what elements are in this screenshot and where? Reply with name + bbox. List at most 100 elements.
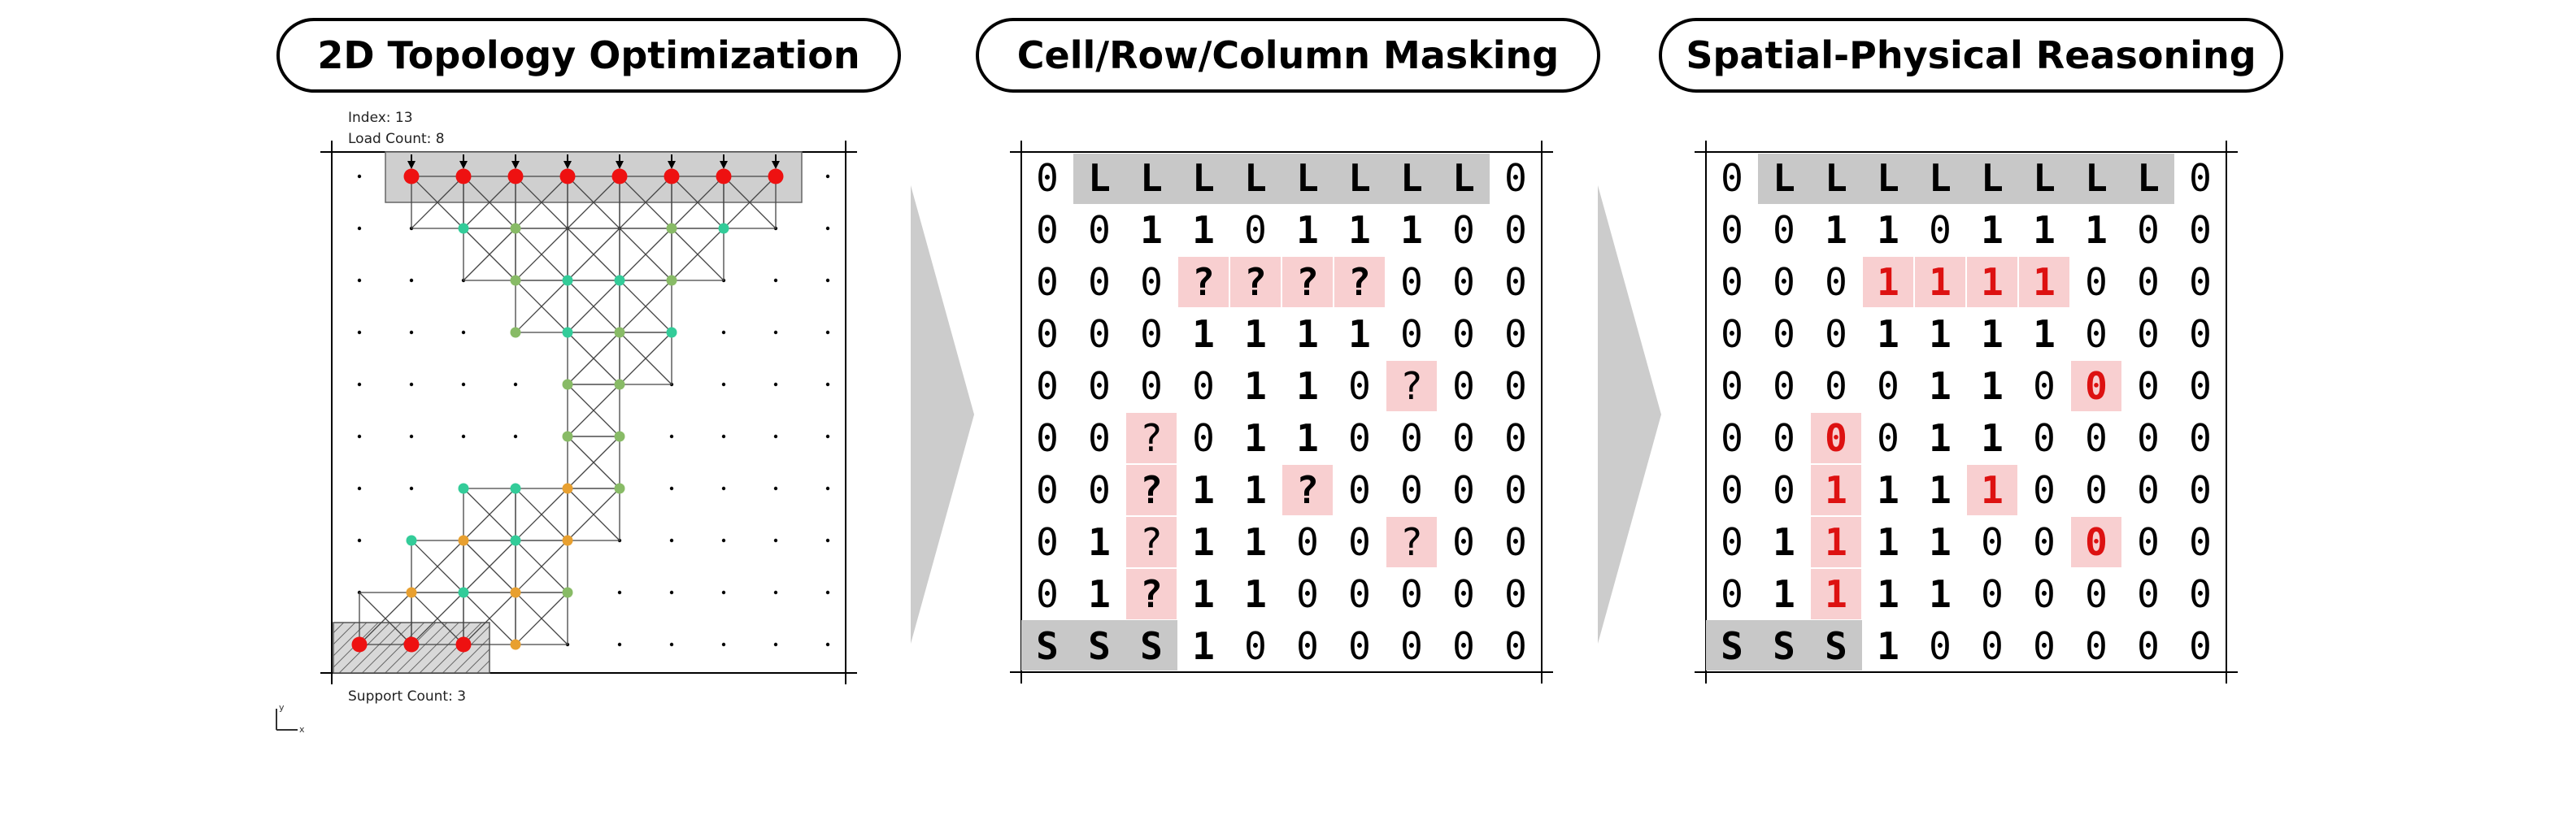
grid-cell: 0 <box>1773 468 1795 512</box>
solved-cell: 0 <box>1825 416 1847 460</box>
grid-dot <box>409 330 414 335</box>
grid-cell: 1 <box>1981 208 2004 252</box>
grid-cell: 0 <box>1296 624 1319 668</box>
grid-cell: 0 <box>1981 624 2004 668</box>
grid-cell: 0 <box>2085 624 2108 668</box>
grid-cell: 0 <box>2085 260 2108 304</box>
grid-cell: 0 <box>1348 520 1371 564</box>
grid-cell: 1 <box>1773 520 1795 564</box>
green-node <box>510 275 521 286</box>
grid-cell: 0 <box>1348 416 1371 460</box>
grid-cell: 1 <box>1929 572 1952 616</box>
grid-cell: 1 <box>1929 468 1952 512</box>
grid-cell: L <box>1296 156 1319 200</box>
truss-member <box>515 540 568 593</box>
masked-cell: ? <box>1140 520 1163 564</box>
solved-cell: 1 <box>1929 260 1952 304</box>
masked-cell: ? <box>1348 260 1371 304</box>
truss-member <box>567 176 620 229</box>
grid-cell: 0 <box>1877 416 1899 460</box>
solved-cell: 0 <box>2085 364 2108 408</box>
green-node <box>666 275 677 286</box>
masked-cell-highlight <box>1811 413 1861 463</box>
grid-cell: 0 <box>2033 520 2056 564</box>
truss-member <box>567 436 620 489</box>
grid-dot <box>721 642 726 647</box>
support-node <box>403 636 420 653</box>
load-node <box>611 168 628 184</box>
grid-cell: 0 <box>2137 416 2160 460</box>
masked-cell: ? <box>1140 416 1163 460</box>
grid-cell: 0 <box>1036 364 1059 408</box>
load-node <box>507 168 524 184</box>
grid-dot <box>617 642 622 647</box>
grid-cell: 1 <box>1244 572 1267 616</box>
grid-cell: 0 <box>2033 364 2056 408</box>
load-arrow-head <box>668 161 676 169</box>
masked-cell: ? <box>1140 468 1163 512</box>
green-node <box>614 431 625 442</box>
masked-cell: ? <box>1296 468 1319 512</box>
green-node <box>562 379 573 390</box>
truss-member <box>567 280 620 333</box>
grid-cell: 1 <box>1296 416 1319 460</box>
truss-member <box>671 228 724 281</box>
grid-cell: 0 <box>1452 364 1475 408</box>
truss-member <box>567 332 620 385</box>
teal-node <box>718 223 729 234</box>
truss-member <box>619 332 672 385</box>
masked-cell: ? <box>1400 364 1423 408</box>
grid-cell: 1 <box>1877 520 1899 564</box>
teal-node <box>666 327 677 338</box>
masked-cell-highlight <box>1282 465 1333 515</box>
masked-cell-highlight <box>2071 517 2121 567</box>
support-row-band <box>1706 620 1862 671</box>
teal-node <box>614 275 625 286</box>
green-node <box>562 431 573 442</box>
grid-cell: 0 <box>1088 208 1111 252</box>
truss-member <box>463 228 516 281</box>
grid-cell: 0 <box>1088 468 1111 512</box>
grid-dot <box>825 278 830 283</box>
green-node <box>666 223 677 234</box>
grid-cell: 0 <box>1504 416 1527 460</box>
masked-cell: ? <box>1140 572 1163 616</box>
grid-dot <box>825 486 830 491</box>
grid-cell: L <box>1348 156 1371 200</box>
grid-cell: 0 <box>1773 208 1795 252</box>
arrow-chevron-2 <box>1598 185 1661 644</box>
grid-dot <box>825 330 830 335</box>
green-node <box>614 483 625 494</box>
grid-cell: 1 <box>1244 312 1267 356</box>
grid-cell: 1 <box>1088 520 1111 564</box>
grid-dot <box>773 590 778 595</box>
grid-dot <box>461 434 466 439</box>
grid-cell: 1 <box>1192 312 1215 356</box>
truss-member <box>515 592 568 645</box>
grid-dot <box>669 486 674 491</box>
grid-cell: 0 <box>2033 624 2056 668</box>
solved-cell: 1 <box>1825 468 1847 512</box>
green-node <box>510 327 521 338</box>
grid-dot <box>409 278 414 283</box>
orange-node <box>562 483 573 494</box>
grid-cell: 0 <box>1929 624 1952 668</box>
grid-cell: 0 <box>1773 260 1795 304</box>
grid-cell: 0 <box>1088 260 1111 304</box>
grid-cell: 0 <box>1721 468 1743 512</box>
load-arrow-head <box>616 161 624 169</box>
grid-dot <box>721 330 726 335</box>
axis-x-label: x <box>299 724 305 735</box>
grid-cell: 0 <box>1452 572 1475 616</box>
grid-cell: 0 <box>2189 416 2212 460</box>
grid-cell: 1 <box>1192 572 1215 616</box>
load-arrow-head <box>407 161 416 169</box>
grid-dot <box>409 486 414 491</box>
grid-cell: L <box>1773 156 1795 200</box>
teal-node <box>510 483 521 494</box>
grid-cell: 0 <box>1721 312 1743 356</box>
grid-dot <box>773 330 778 335</box>
grid-cell: 0 <box>2189 572 2212 616</box>
grid-cell: 0 <box>2189 208 2212 252</box>
masked-cell-highlight <box>1967 257 2017 307</box>
